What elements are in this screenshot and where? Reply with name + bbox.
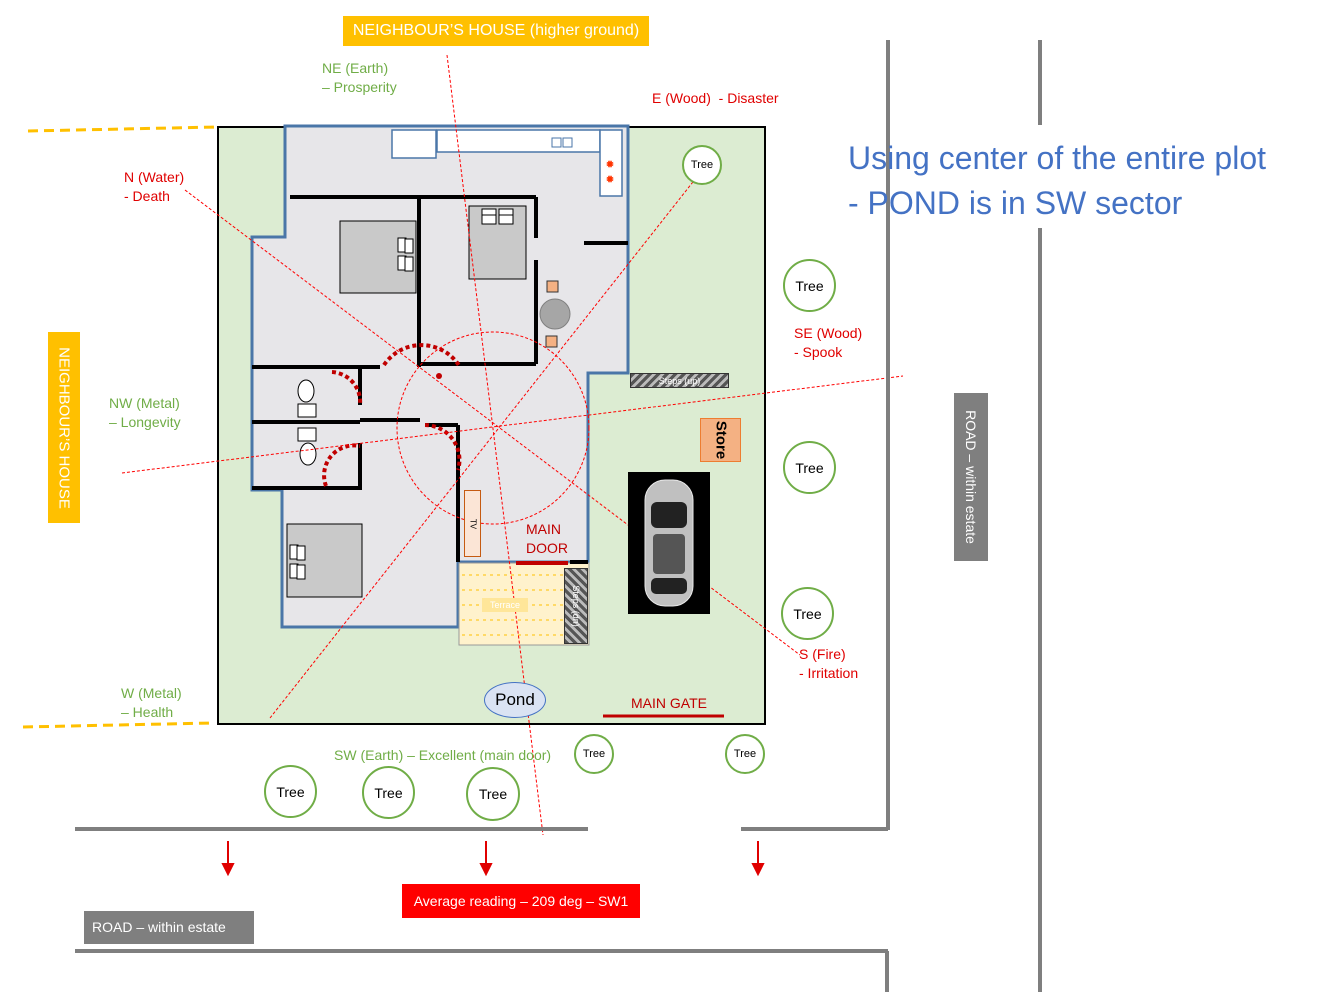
bed	[286, 523, 363, 598]
stove-counter	[599, 129, 623, 197]
left-neighbour-banner: NEIGHBOUR’S HOUSE	[48, 332, 80, 523]
bottom-road-label: ROAD – within estate	[84, 911, 254, 944]
neighbour-boundary	[22, 721, 213, 729]
burner-icon: ✹	[605, 159, 614, 171]
pond: Pond	[484, 682, 546, 718]
sink-bowl	[562, 137, 573, 148]
nw-label: NW (Metal)– Longevity	[109, 395, 181, 430]
tree: Tree	[725, 734, 765, 774]
n-label: N (Water)- Death	[124, 169, 185, 204]
car	[628, 472, 710, 614]
ne-label: NE (Earth)– Prosperity	[322, 60, 397, 95]
chair	[545, 335, 558, 348]
tree: Tree	[783, 441, 836, 494]
door-swings	[322, 343, 462, 487]
kitchen-sink	[391, 129, 437, 159]
tree: Tree	[264, 765, 317, 818]
tree: Tree	[682, 145, 722, 185]
dining-table	[539, 298, 571, 330]
terrace-label: Terrace	[482, 598, 528, 612]
door-dot	[436, 373, 442, 379]
se-label: SE (Wood)- Spook	[794, 325, 863, 360]
road-edges	[75, 40, 1042, 992]
e-label: E (Wood) - Disaster	[652, 90, 779, 106]
top-neighbour-banner: NEIGHBOUR’S HOUSE (higher ground)	[343, 16, 649, 46]
sw-label: SW (Earth) – Excellent (main door)	[334, 747, 552, 763]
tree: Tree	[781, 587, 834, 640]
s-label: S (Fire)- Irritation	[799, 646, 859, 681]
neighbour-boundary	[27, 125, 219, 133]
headline: Using center of the entire plot - POND i…	[848, 140, 1267, 221]
chair	[546, 280, 559, 293]
w-label: W (Metal)– Health	[121, 685, 182, 720]
tree: Tree	[574, 734, 614, 774]
bed	[339, 220, 417, 294]
tv-unit: TV	[464, 490, 481, 557]
burner-icon: ✹	[605, 174, 614, 186]
steps-up: Steps (up)	[630, 373, 729, 388]
sink-bowl	[551, 137, 562, 148]
tree: Tree	[466, 767, 520, 821]
center-circle	[396, 331, 590, 525]
down-arrows	[221, 841, 765, 877]
tree: Tree	[362, 766, 415, 819]
store-room: Store	[700, 418, 741, 462]
kitchen-counter	[436, 129, 601, 153]
tree: Tree	[783, 259, 836, 312]
toilet	[297, 427, 317, 466]
steps-down: Steps (dn)	[564, 568, 588, 644]
average-reading: Average reading – 209 deg – SW1	[402, 884, 640, 918]
toilet	[297, 379, 317, 418]
main-gate-label: MAIN GATE	[631, 695, 707, 711]
bed	[468, 205, 527, 280]
right-road-label: ROAD – within estate	[954, 393, 988, 561]
